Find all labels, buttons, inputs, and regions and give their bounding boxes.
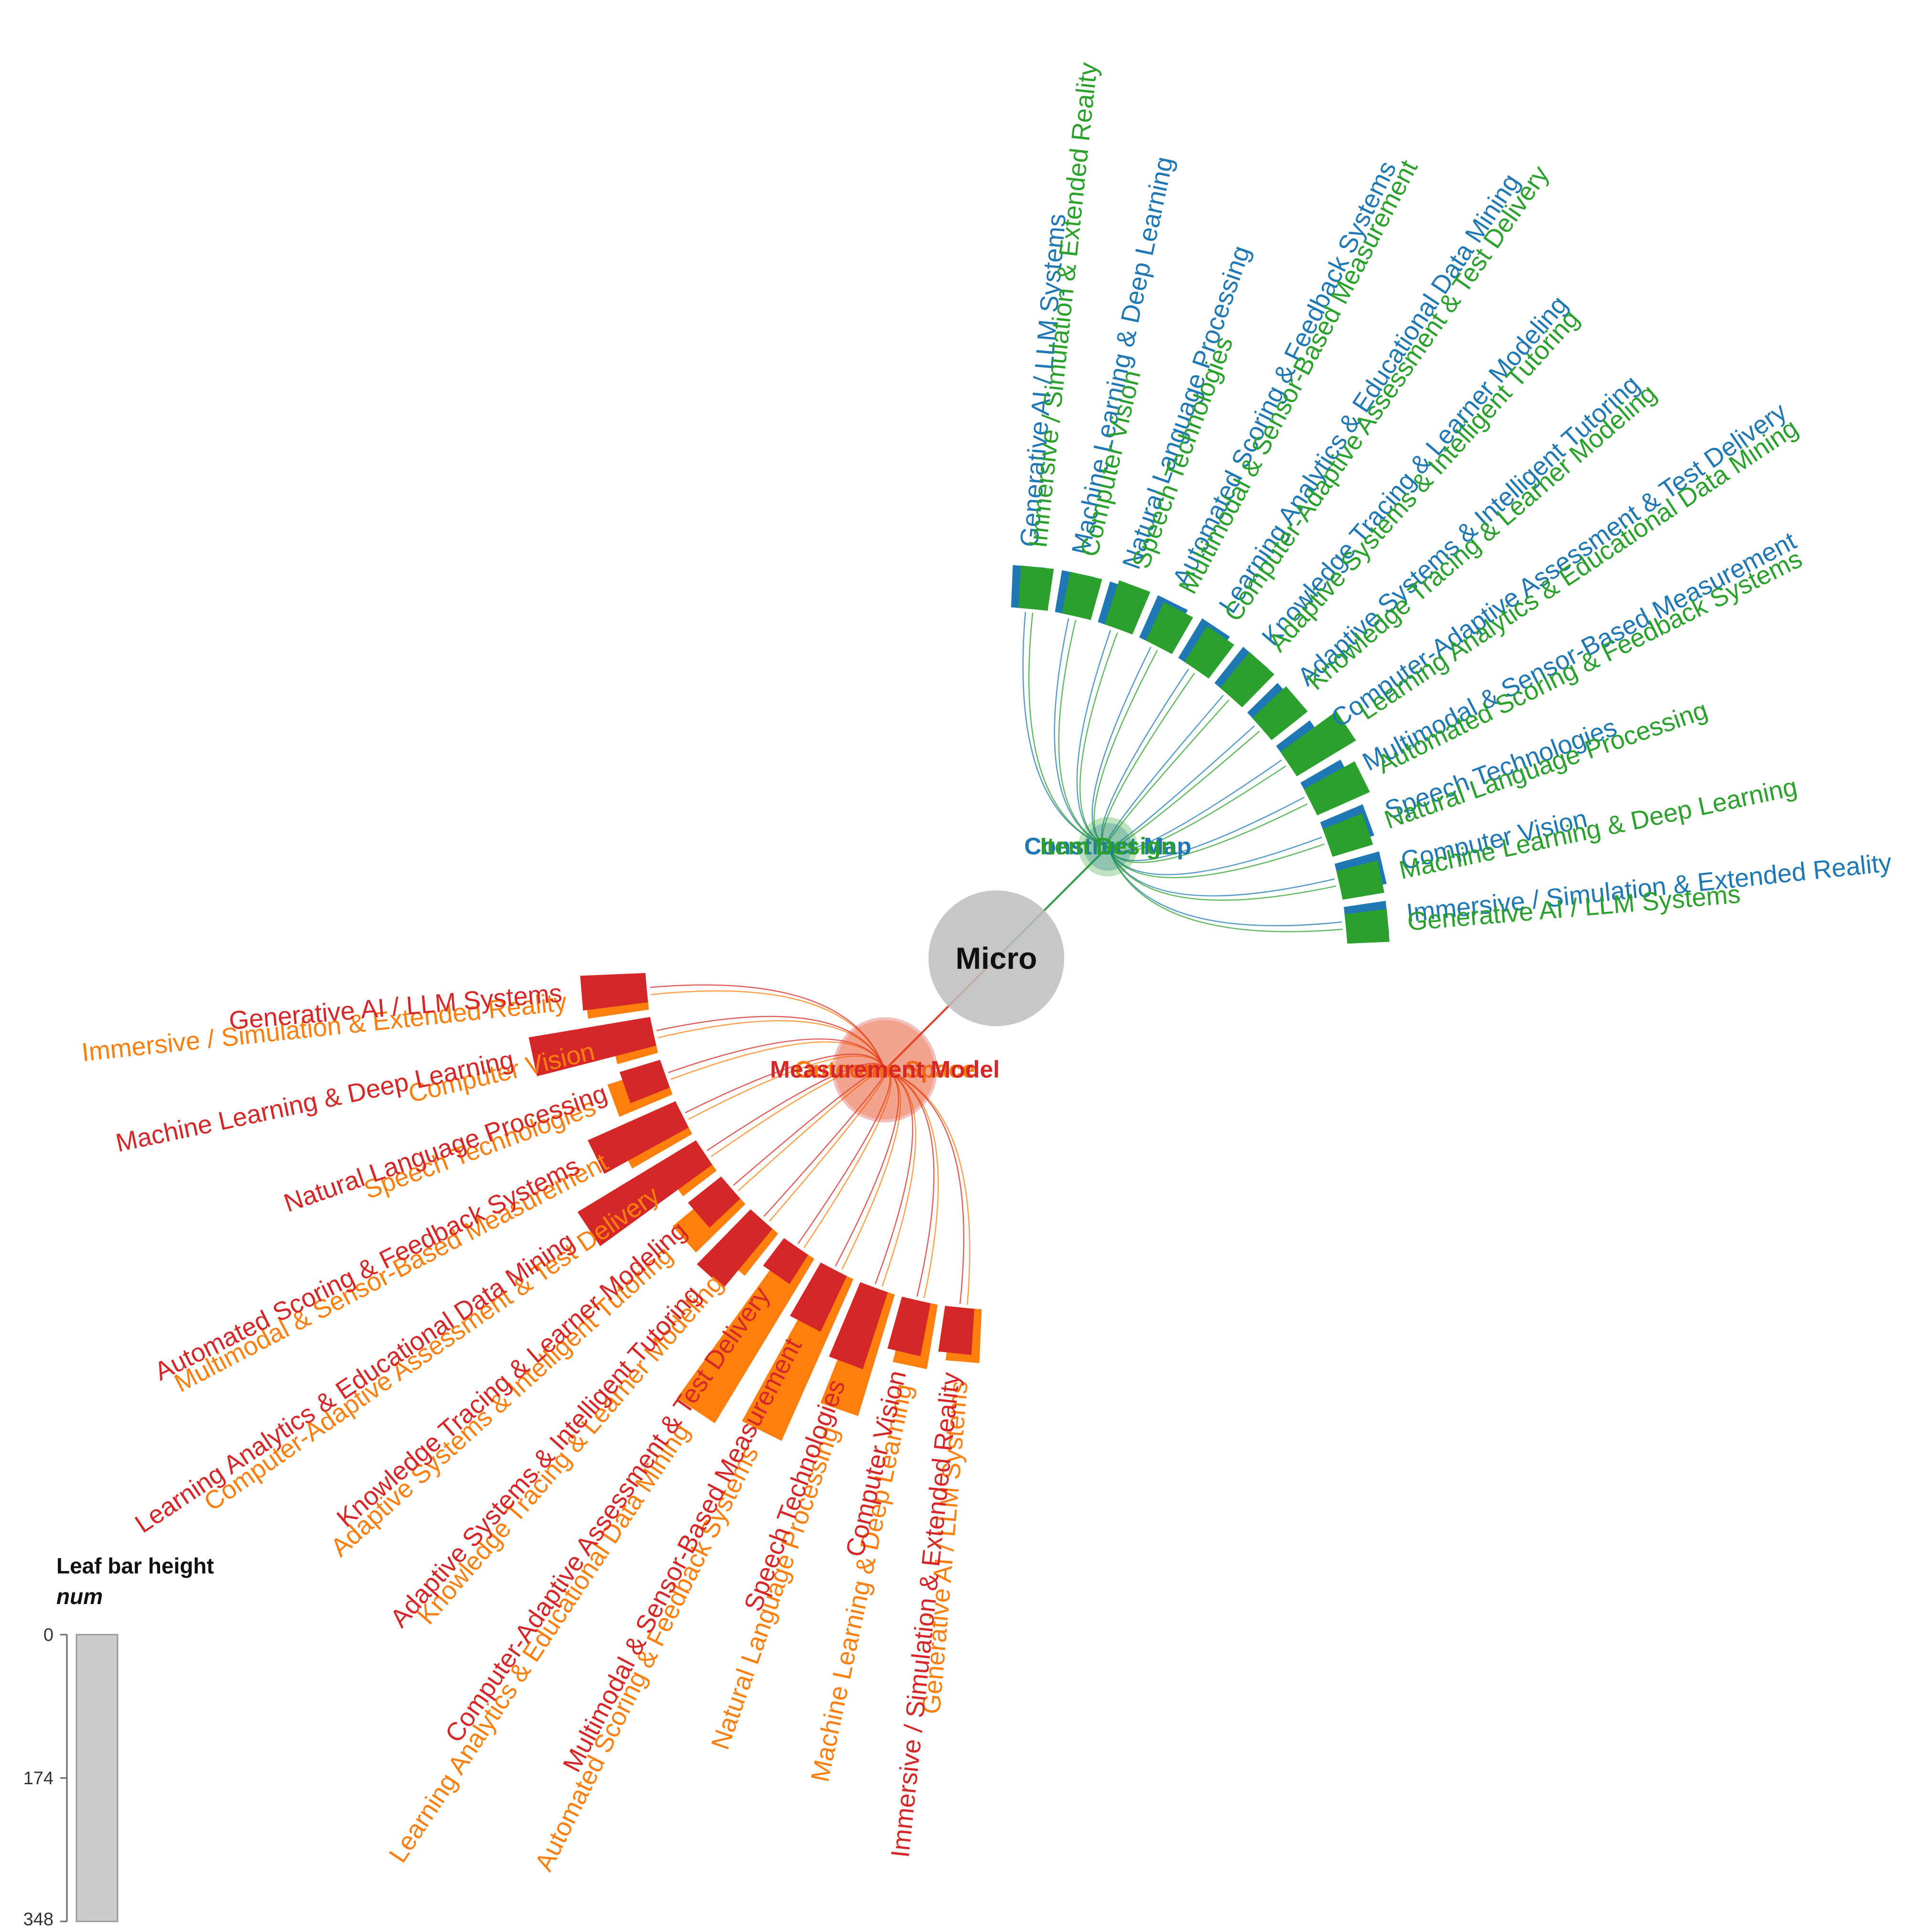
link-item-design-automated-scoring-feedback-systems — [1107, 803, 1308, 863]
legend-subtitle: num — [56, 1584, 103, 1609]
link-measurement-model-speech-technologies — [874, 1069, 914, 1284]
bar-item-design-computer-vision — [1062, 572, 1102, 620]
link-measurement-model-multimodal-sensor-based-measurement — [835, 1069, 899, 1267]
branch-label-item-design: Item Design — [1040, 833, 1176, 860]
link-item-design-computer-vision — [1058, 619, 1108, 847]
link-measurement-model-generative-ai-llm-systems — [650, 984, 885, 1070]
legend: Leaf bar height num 0 174 348 — [23, 1553, 214, 1930]
link-item-design-knowledge-tracing-learner-modeling — [1107, 731, 1260, 849]
branch-label-measurement-model: Measurement Model — [770, 1056, 1000, 1083]
bar-measurement-model-computer-adaptive-assessment-test-delivery — [763, 1238, 809, 1284]
bar-item-design-adaptive-systems-intelligent-tutoring — [1220, 652, 1274, 707]
link-measurement-model-knowledge-tracing-learner-modeling — [733, 1067, 885, 1186]
bar-item-design-speech-technologies — [1105, 580, 1151, 635]
link-outcome-space-adaptive-systems-intelligent-tutoring — [737, 1068, 885, 1192]
bar-item-design-immersive-simulation-extended-reality — [1018, 565, 1054, 611]
link-item-design-learning-analytics-educational-data-mining — [1107, 765, 1286, 854]
link-measurement-model-learning-analytics-educational-data-mining — [706, 1063, 885, 1151]
bar-item-design-generative-ai-llm-systems — [1345, 909, 1390, 944]
link-measurement-model-computer-adaptive-assessment-test-delivery — [798, 1069, 891, 1244]
link-item-design-generative-ai-llm-systems — [1107, 846, 1343, 932]
link-item-design-machine-learning-deep-learning — [1107, 846, 1337, 901]
bar-measurement-model-immersive-simulation-extended-reality — [938, 1306, 974, 1355]
link-measurement-model-machine-learning-deep-learning — [656, 1016, 885, 1070]
node-micro — [928, 890, 1064, 1026]
link-outcome-space-knowledge-tracing-learner-modeling — [769, 1069, 887, 1222]
bar-item-design-computer-adaptive-assessment-test-delivery — [1184, 626, 1234, 679]
node-item-design — [1078, 817, 1138, 877]
bar-layer — [529, 565, 1390, 1441]
link-measurement-model-adaptive-systems-intelligent-tutoring — [763, 1069, 887, 1217]
bar-measurement-model-knowledge-tracing-learner-modeling — [688, 1176, 741, 1228]
node-measurement-model — [832, 1017, 938, 1123]
link-item-design-speech-technologies — [1079, 632, 1118, 847]
bar-measurement-model-automated-scoring-feedback-systems — [587, 1101, 689, 1174]
node-outcome-space — [835, 1020, 935, 1120]
link-layer — [650, 612, 1343, 1305]
link-item-design-adaptive-systems-intelligent-tutoring — [1106, 699, 1230, 847]
bar-item-design-learning-analytics-educational-data-mining — [1280, 711, 1356, 777]
link-measurement-model-computer-vision — [885, 1069, 935, 1297]
root-label: Micro — [956, 941, 1037, 976]
branch-label-outcome-space: Outcome Space — [795, 1056, 975, 1083]
bar-measurement-model-natural-language-processing — [619, 1060, 670, 1104]
branch-label-construct-map: Construct Map — [1024, 833, 1191, 860]
bar-measurement-model-generative-ai-llm-systems — [580, 973, 648, 1011]
node-construct-map — [1084, 823, 1132, 871]
bar-measurement-model-adaptive-systems-intelligent-tutoring — [697, 1209, 773, 1289]
bar-item-design-natural-language-processing — [1323, 813, 1373, 857]
link-measurement-model-immersive-simulation-extended-reality — [885, 1069, 964, 1304]
link-item-design-immersive-simulation-extended-reality — [1028, 612, 1108, 847]
bar-measurement-model-machine-learning-deep-learning — [529, 1017, 657, 1076]
legend-bar — [76, 1634, 119, 1922]
bar-measurement-model-speech-technologies — [829, 1282, 888, 1369]
bar-measurement-model-computer-vision — [887, 1296, 931, 1356]
link-measurement-model-natural-language-processing — [668, 1038, 885, 1073]
bar-item-design-automated-scoring-feedback-systems — [1304, 761, 1370, 815]
legend-tick-1: 174 — [23, 1768, 54, 1789]
bar-item-design-machine-learning-deep-learning — [1336, 860, 1384, 900]
bar-item-design-knowledge-tracing-learner-modeling — [1252, 686, 1308, 740]
legend-tick-2: 348 — [23, 1909, 54, 1930]
link-construct-map-adaptive-systems-intelligent-tutoring — [1107, 725, 1255, 849]
bar-measurement-model-multimodal-sensor-based-measurement — [790, 1262, 847, 1332]
link-item-design-multimodal-sensor-based-measurement — [1093, 650, 1158, 847]
link-construct-map-knowledge-tracing-learner-modeling — [1105, 694, 1224, 847]
link-item-design-computer-adaptive-assessment-test-delivery — [1102, 672, 1195, 847]
bar-outcome-space-learning-analytics-educational-data-mining — [677, 1242, 815, 1423]
link-item-design-natural-language-processing — [1107, 843, 1325, 878]
link-measurement-model-automated-scoring-feedback-systems — [685, 1053, 885, 1114]
bar-measurement-model-learning-analytics-educational-data-mining — [577, 1140, 712, 1247]
bar-item-design-multimodal-sensor-based-measurement — [1145, 602, 1193, 654]
legend-tick-0: 0 — [43, 1625, 54, 1645]
link-construct-map-generative-ai-llm-systems — [1022, 612, 1108, 847]
legend-title: Leaf bar height — [56, 1553, 214, 1578]
link-construct-map-automated-scoring-feedback-systems — [1091, 647, 1152, 847]
